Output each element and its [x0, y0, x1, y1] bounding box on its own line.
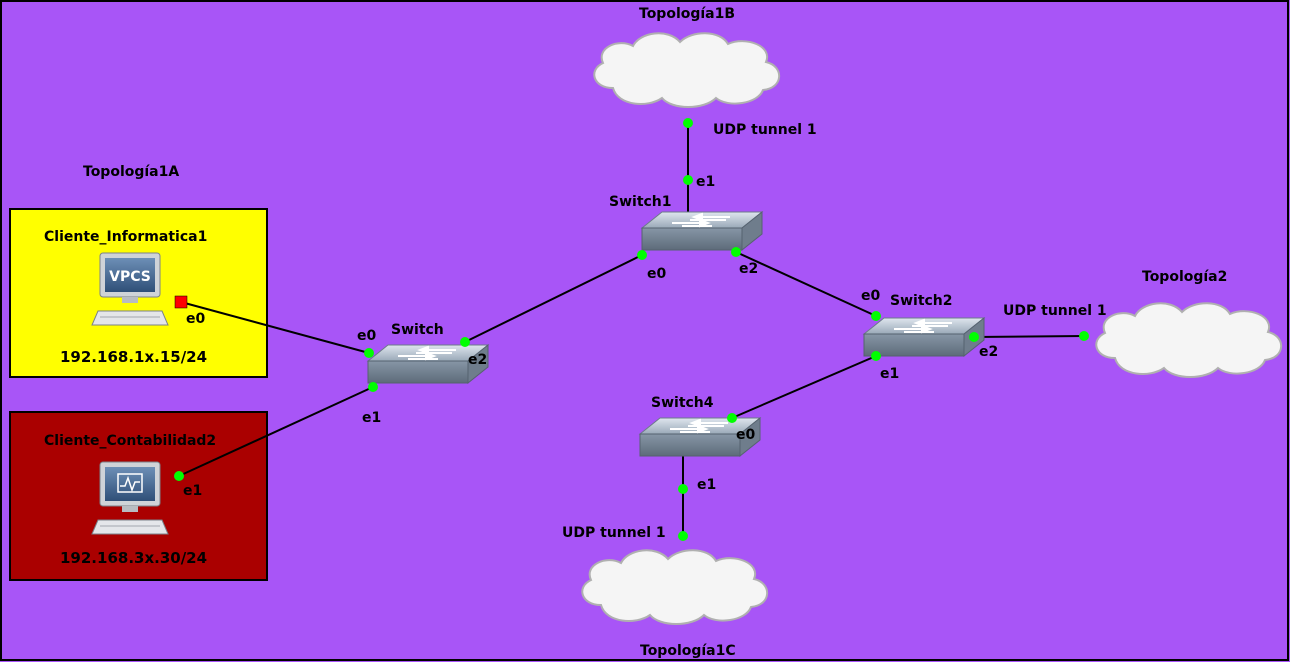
port-label-switch1-e1: e1	[696, 174, 715, 190]
port-label-switch-e0: e0	[357, 328, 376, 344]
port-label-cloud2: UDP tunnel 1	[1003, 303, 1107, 319]
vpcs-pc-icon[interactable]: VPCS	[91, 252, 169, 326]
port-label-switch2-e1: e1	[880, 366, 899, 382]
port-label-switch1-e2: e2	[739, 261, 758, 277]
port-cliente2-e1[interactable]	[174, 471, 184, 481]
label-switch4: Switch4	[651, 395, 714, 411]
ports	[174, 118, 1089, 541]
port-switch2-e1[interactable]	[871, 351, 881, 361]
label-topologia2: Topología2	[1142, 269, 1227, 285]
port-down-cliente1-e0[interactable]	[174, 295, 188, 309]
cloud-icon-topologia2[interactable]	[1095, 302, 1283, 378]
port-label-cliente1-e0: e0	[186, 311, 205, 327]
port-switch-e2[interactable]	[460, 337, 470, 347]
link-switch1-switch2[interactable]	[735, 251, 877, 317]
label-topologia1a: Topología1A	[83, 164, 179, 180]
port-label-switch4-e1: e1	[697, 477, 716, 493]
label-switch: Switch	[391, 322, 444, 338]
port-label-switch-e1: e1	[362, 410, 381, 426]
port-switch4-e0[interactable]	[727, 413, 737, 423]
label-ip-cliente2: 192.168.3x.30/24	[60, 549, 207, 567]
port-switch-e0[interactable]	[364, 348, 374, 358]
label-ip-cliente1: 192.168.1x.15/24	[60, 348, 207, 366]
port-label-switch2-e2: e2	[979, 344, 998, 360]
port-switch4-e1[interactable]	[678, 484, 688, 494]
port-switch1-e0[interactable]	[637, 250, 647, 260]
port-switch1-e2[interactable]	[731, 247, 741, 257]
link-cliente1-switch[interactable]	[180, 301, 370, 354]
link-switch-switch1[interactable]	[464, 254, 643, 343]
cloud-icon-topologia1b[interactable]	[593, 32, 781, 108]
label-topologia1b: Topología1B	[639, 6, 735, 22]
port-switch2-e2[interactable]	[969, 332, 979, 342]
monitor-pc-icon[interactable]	[91, 461, 169, 535]
label-switch2: Switch2	[890, 293, 953, 309]
switch-icon-switch2[interactable]	[863, 317, 985, 357]
port-switch1-e1[interactable]	[683, 175, 693, 185]
label-cliente-contabilidad2: Cliente_Contabilidad2	[44, 433, 216, 449]
link-switch2-cloud2[interactable]	[973, 335, 1085, 338]
label-topologia1c: Topología1C	[640, 643, 736, 659]
port-label-cloud1b: UDP tunnel 1	[713, 122, 817, 138]
port-label-switch1-e0: e0	[647, 266, 666, 282]
port-label-switch-e2: e2	[468, 352, 487, 368]
label-cliente-informatica1: Cliente_Informatica1	[44, 229, 207, 245]
port-cloud2[interactable]	[1079, 331, 1089, 341]
port-cloud1c[interactable]	[678, 531, 688, 541]
link-cliente2-switch[interactable]	[178, 386, 374, 477]
port-label-cloud1c: UDP tunnel 1	[562, 525, 666, 541]
cloud-icon-topologia1c[interactable]	[581, 549, 769, 625]
label-switch1: Switch1	[609, 194, 672, 210]
port-label-switch4-e0: e0	[736, 427, 755, 443]
links	[178, 123, 1085, 536]
port-label-switch2-e0: e0	[861, 288, 880, 304]
port-switch-e1[interactable]	[368, 382, 378, 392]
port-cloud1b[interactable]	[683, 118, 693, 128]
switch-icon-switch1[interactable]	[641, 211, 763, 251]
port-label-cliente2-e1: e1	[183, 483, 202, 499]
link-switch2-switch4[interactable]	[731, 355, 877, 419]
vpcs-icon-text: VPCS	[109, 269, 151, 285]
port-switch2-e0[interactable]	[871, 311, 881, 321]
